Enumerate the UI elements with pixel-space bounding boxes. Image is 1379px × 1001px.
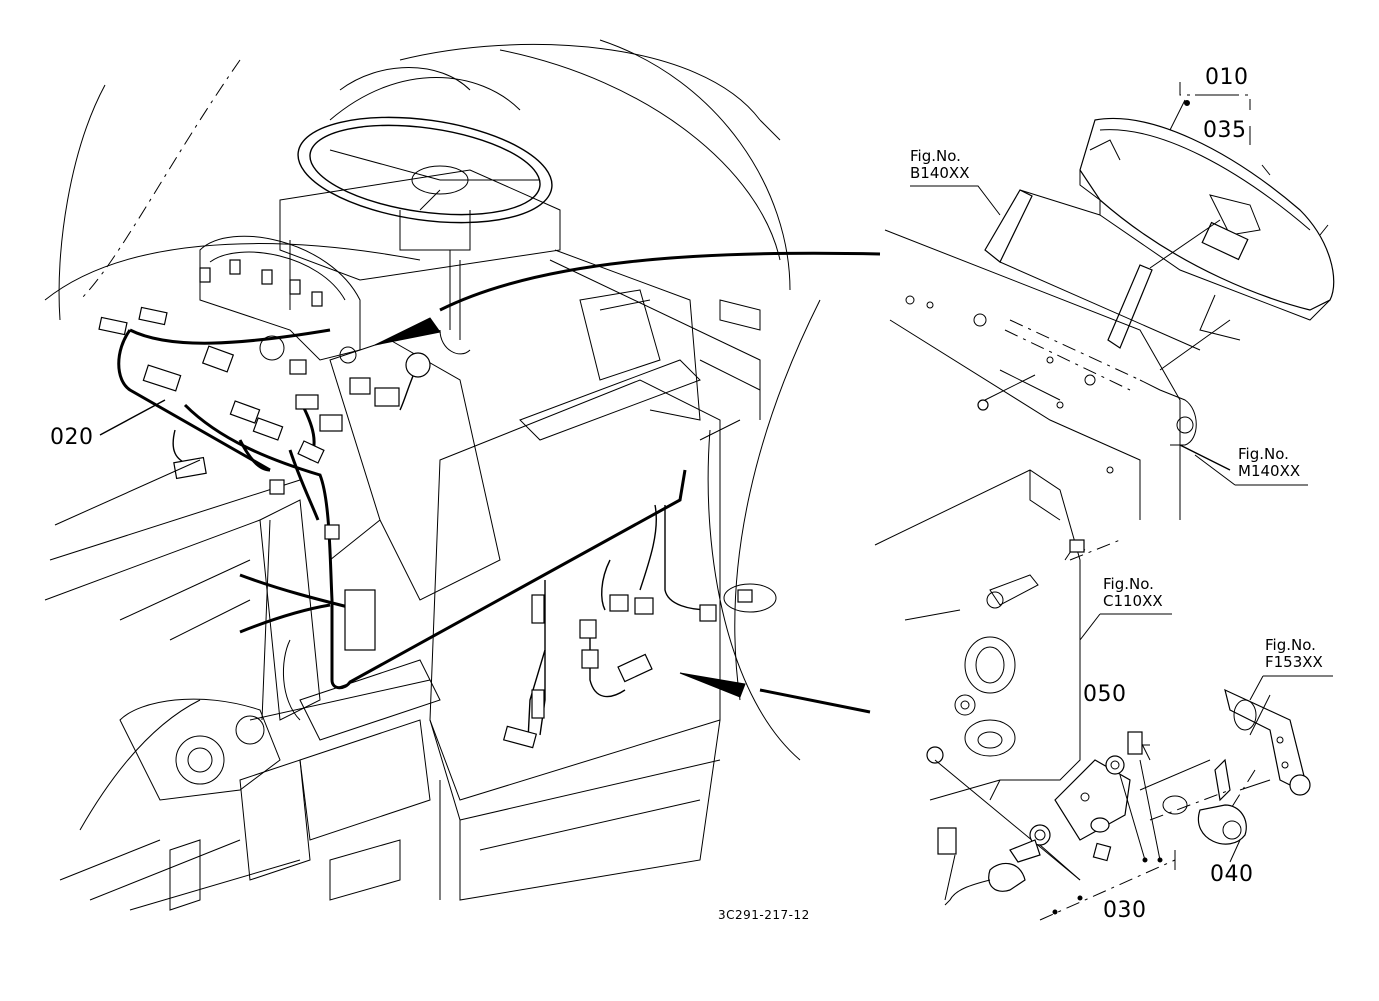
callout-010: 010 — [1205, 65, 1249, 90]
figref-number: B140XX — [910, 164, 970, 182]
figref-number: C110XX — [1103, 592, 1163, 610]
callout-030: 030 — [1103, 898, 1147, 923]
figref-label: Fig.No. — [1265, 636, 1316, 654]
figref-b140xx: Fig.No. B140XX — [910, 148, 969, 182]
meter-panel-exploded — [884, 82, 1335, 520]
wiring-harness — [98, 306, 777, 749]
leader-lines — [54, 251, 881, 714]
figref-c110xx: Fig.No. C110XX — [1103, 576, 1163, 610]
figref-number: M140XX — [1238, 462, 1301, 480]
callout-040: 040 — [1210, 862, 1254, 887]
switch-assembly-exploded — [874, 469, 1311, 921]
figref-label: Fig.No. — [1238, 445, 1289, 463]
figref-number: F153XX — [1265, 653, 1323, 671]
callout-020: 020 — [50, 425, 94, 450]
tractor-body-outline — [44, 39, 821, 911]
figref-label: Fig.No. — [1103, 575, 1154, 593]
callout-035: 035 — [1203, 118, 1247, 143]
installed-meter-panel — [199, 235, 361, 364]
figure-reference-lines — [910, 185, 1333, 701]
figref-m140xx: Fig.No. M140XX — [1238, 446, 1300, 480]
steering-wheel — [297, 116, 553, 251]
callout-050: 050 — [1083, 682, 1127, 707]
drawing-code: 3C291-217-12 — [718, 908, 810, 922]
figref-label: Fig.No. — [910, 147, 961, 165]
figref-f153xx: Fig.No. F153XX — [1265, 637, 1323, 671]
